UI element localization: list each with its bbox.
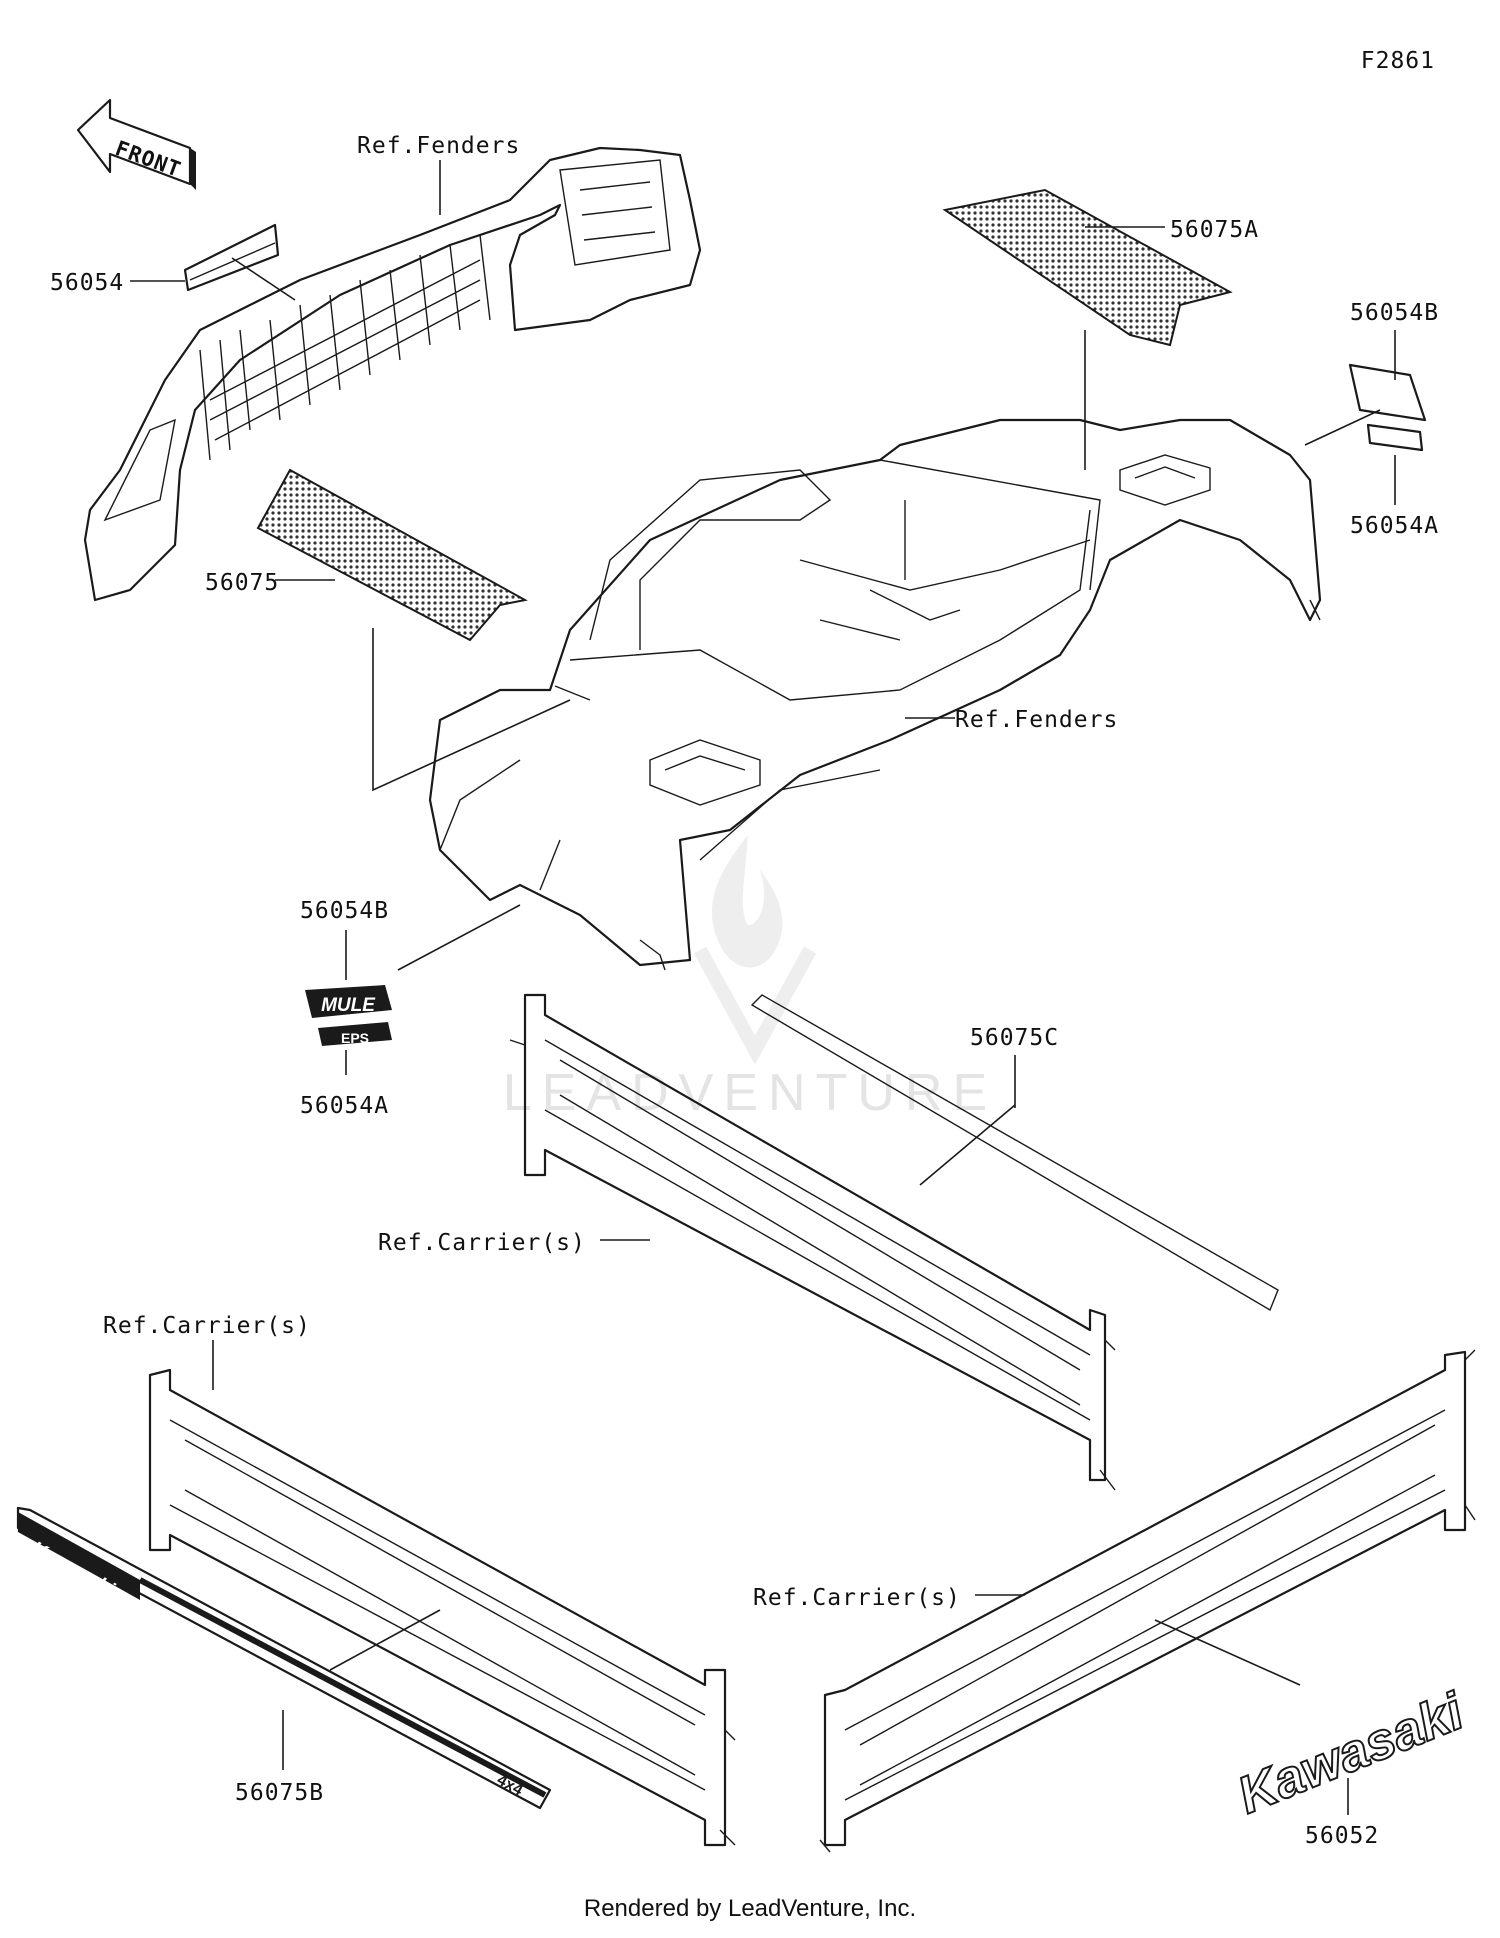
- label-56075A: 56075A: [1170, 217, 1259, 243]
- rear-fender-body-part: [428, 418, 1322, 971]
- mesh-decal-56075-part: [256, 468, 528, 642]
- label-ref-fenders-top: Ref.Fenders: [357, 133, 520, 159]
- kawasaki-emblem-56052-part: Kawasaki: [1229, 1681, 1474, 1826]
- eps-decal-text: EPS: [341, 1030, 369, 1046]
- kawasaki-emblem-text: Kawasaki: [1230, 1682, 1473, 1825]
- decal-56054B-right-part: [1348, 363, 1427, 422]
- front-grille-part: [83, 146, 702, 602]
- label-ref-carriers-mid: Ref.Carrier(s): [378, 1230, 586, 1256]
- label-56054A-left: 56054A: [300, 1093, 389, 1119]
- footer-credit: Rendered by LeadVenture, Inc.: [584, 1895, 916, 1922]
- label-ref-carriers-right: Ref.Carrier(s): [753, 1585, 961, 1611]
- decal-56075C-part: [750, 994, 1279, 1312]
- label-56054: 56054: [50, 270, 124, 296]
- mule-decal-text: MULE: [321, 995, 376, 1016]
- decal-56054A-right-part: [1366, 423, 1424, 452]
- label-56054B-right: 56054B: [1350, 300, 1439, 326]
- kawasaki-stripe-decal-56075B-part: Kawasaki 4x4: [16, 1506, 552, 1810]
- middle-tailgate-part: [509, 993, 1116, 1491]
- label-ref-fenders-mid: Ref.Fenders: [955, 707, 1118, 733]
- mule-decal-part: MULE EPS: [305, 985, 392, 1046]
- label-ref-carriers-left: Ref.Carrier(s): [103, 1313, 311, 1339]
- label-56052: 56052: [1305, 1823, 1379, 1849]
- decal-56054-part: [183, 223, 280, 292]
- label-56054B-left: 56054B: [300, 898, 389, 924]
- watermark-text: LEADVENTURE: [503, 1064, 997, 1122]
- label-56054A-right: 56054A: [1350, 513, 1439, 539]
- mesh-decal-56075A-part: [942, 188, 1233, 347]
- front-arrow-icon: FRONT: [76, 98, 196, 190]
- label-56075: 56075: [205, 570, 279, 596]
- label-56075C: 56075C: [970, 1025, 1059, 1051]
- watermark: LEADVENTURE: [503, 835, 997, 1122]
- right-side-panel-part: [819, 1349, 1476, 1853]
- figure-id: F2861: [1361, 48, 1435, 74]
- left-side-panel-part: [148, 1368, 736, 1847]
- fourxfour-decal-text: 4x4: [494, 1772, 526, 1800]
- label-56075B: 56075B: [235, 1780, 324, 1806]
